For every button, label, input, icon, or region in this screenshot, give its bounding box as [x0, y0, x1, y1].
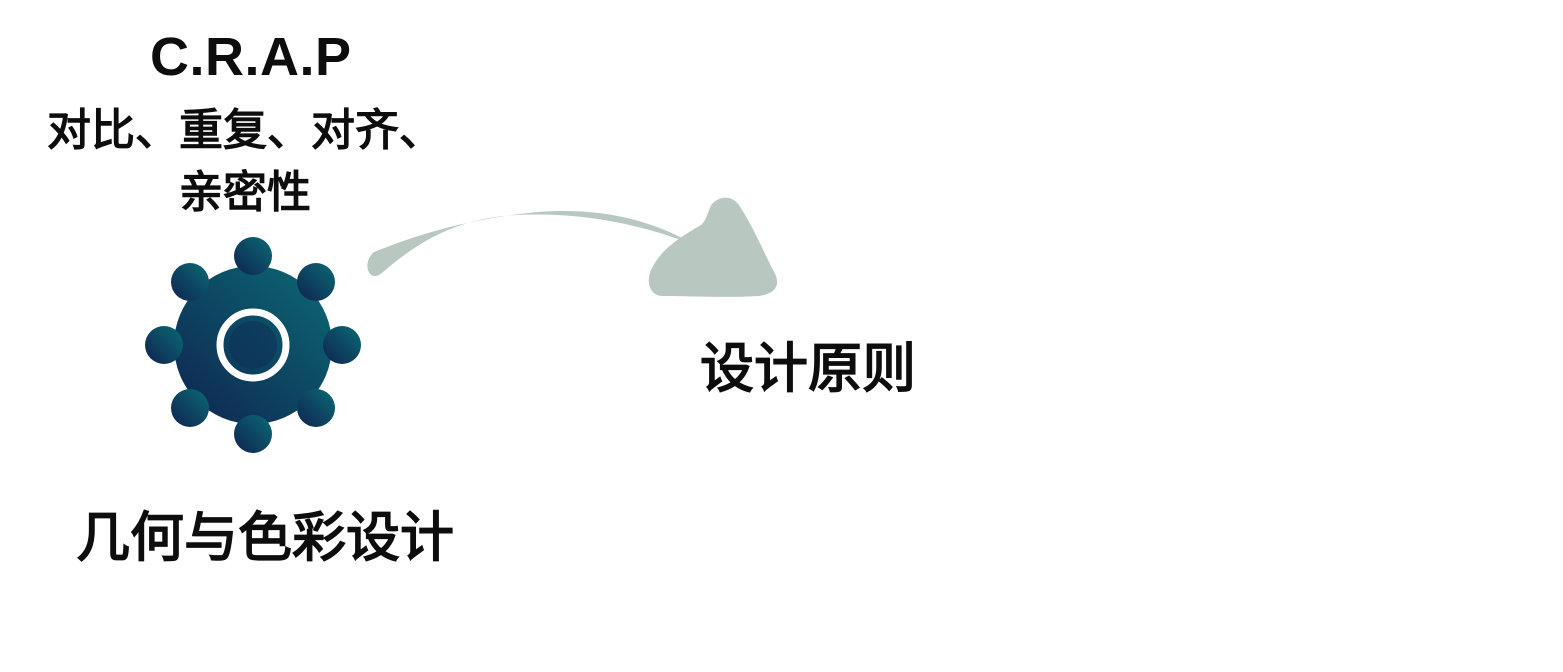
gear-icon — [140, 232, 366, 458]
geometry-color-label: 几何与色彩设计 — [76, 506, 454, 569]
gear-shape — [145, 237, 361, 453]
design-principles-label: 设计原则 — [700, 337, 916, 400]
crap-subtitle-line-1: 对比、重复、对齐、 — [47, 105, 443, 156]
curved-arrow-icon — [356, 190, 796, 310]
crap-subtitle-line-2: 亲密性 — [179, 167, 311, 218]
crap-title: C.R.A.P — [150, 27, 352, 87]
arrow-head — [648, 197, 778, 297]
arrow-shaft — [367, 211, 694, 277]
crap-subtitle: 对比、重复、对齐、 亲密性 — [40, 100, 450, 224]
